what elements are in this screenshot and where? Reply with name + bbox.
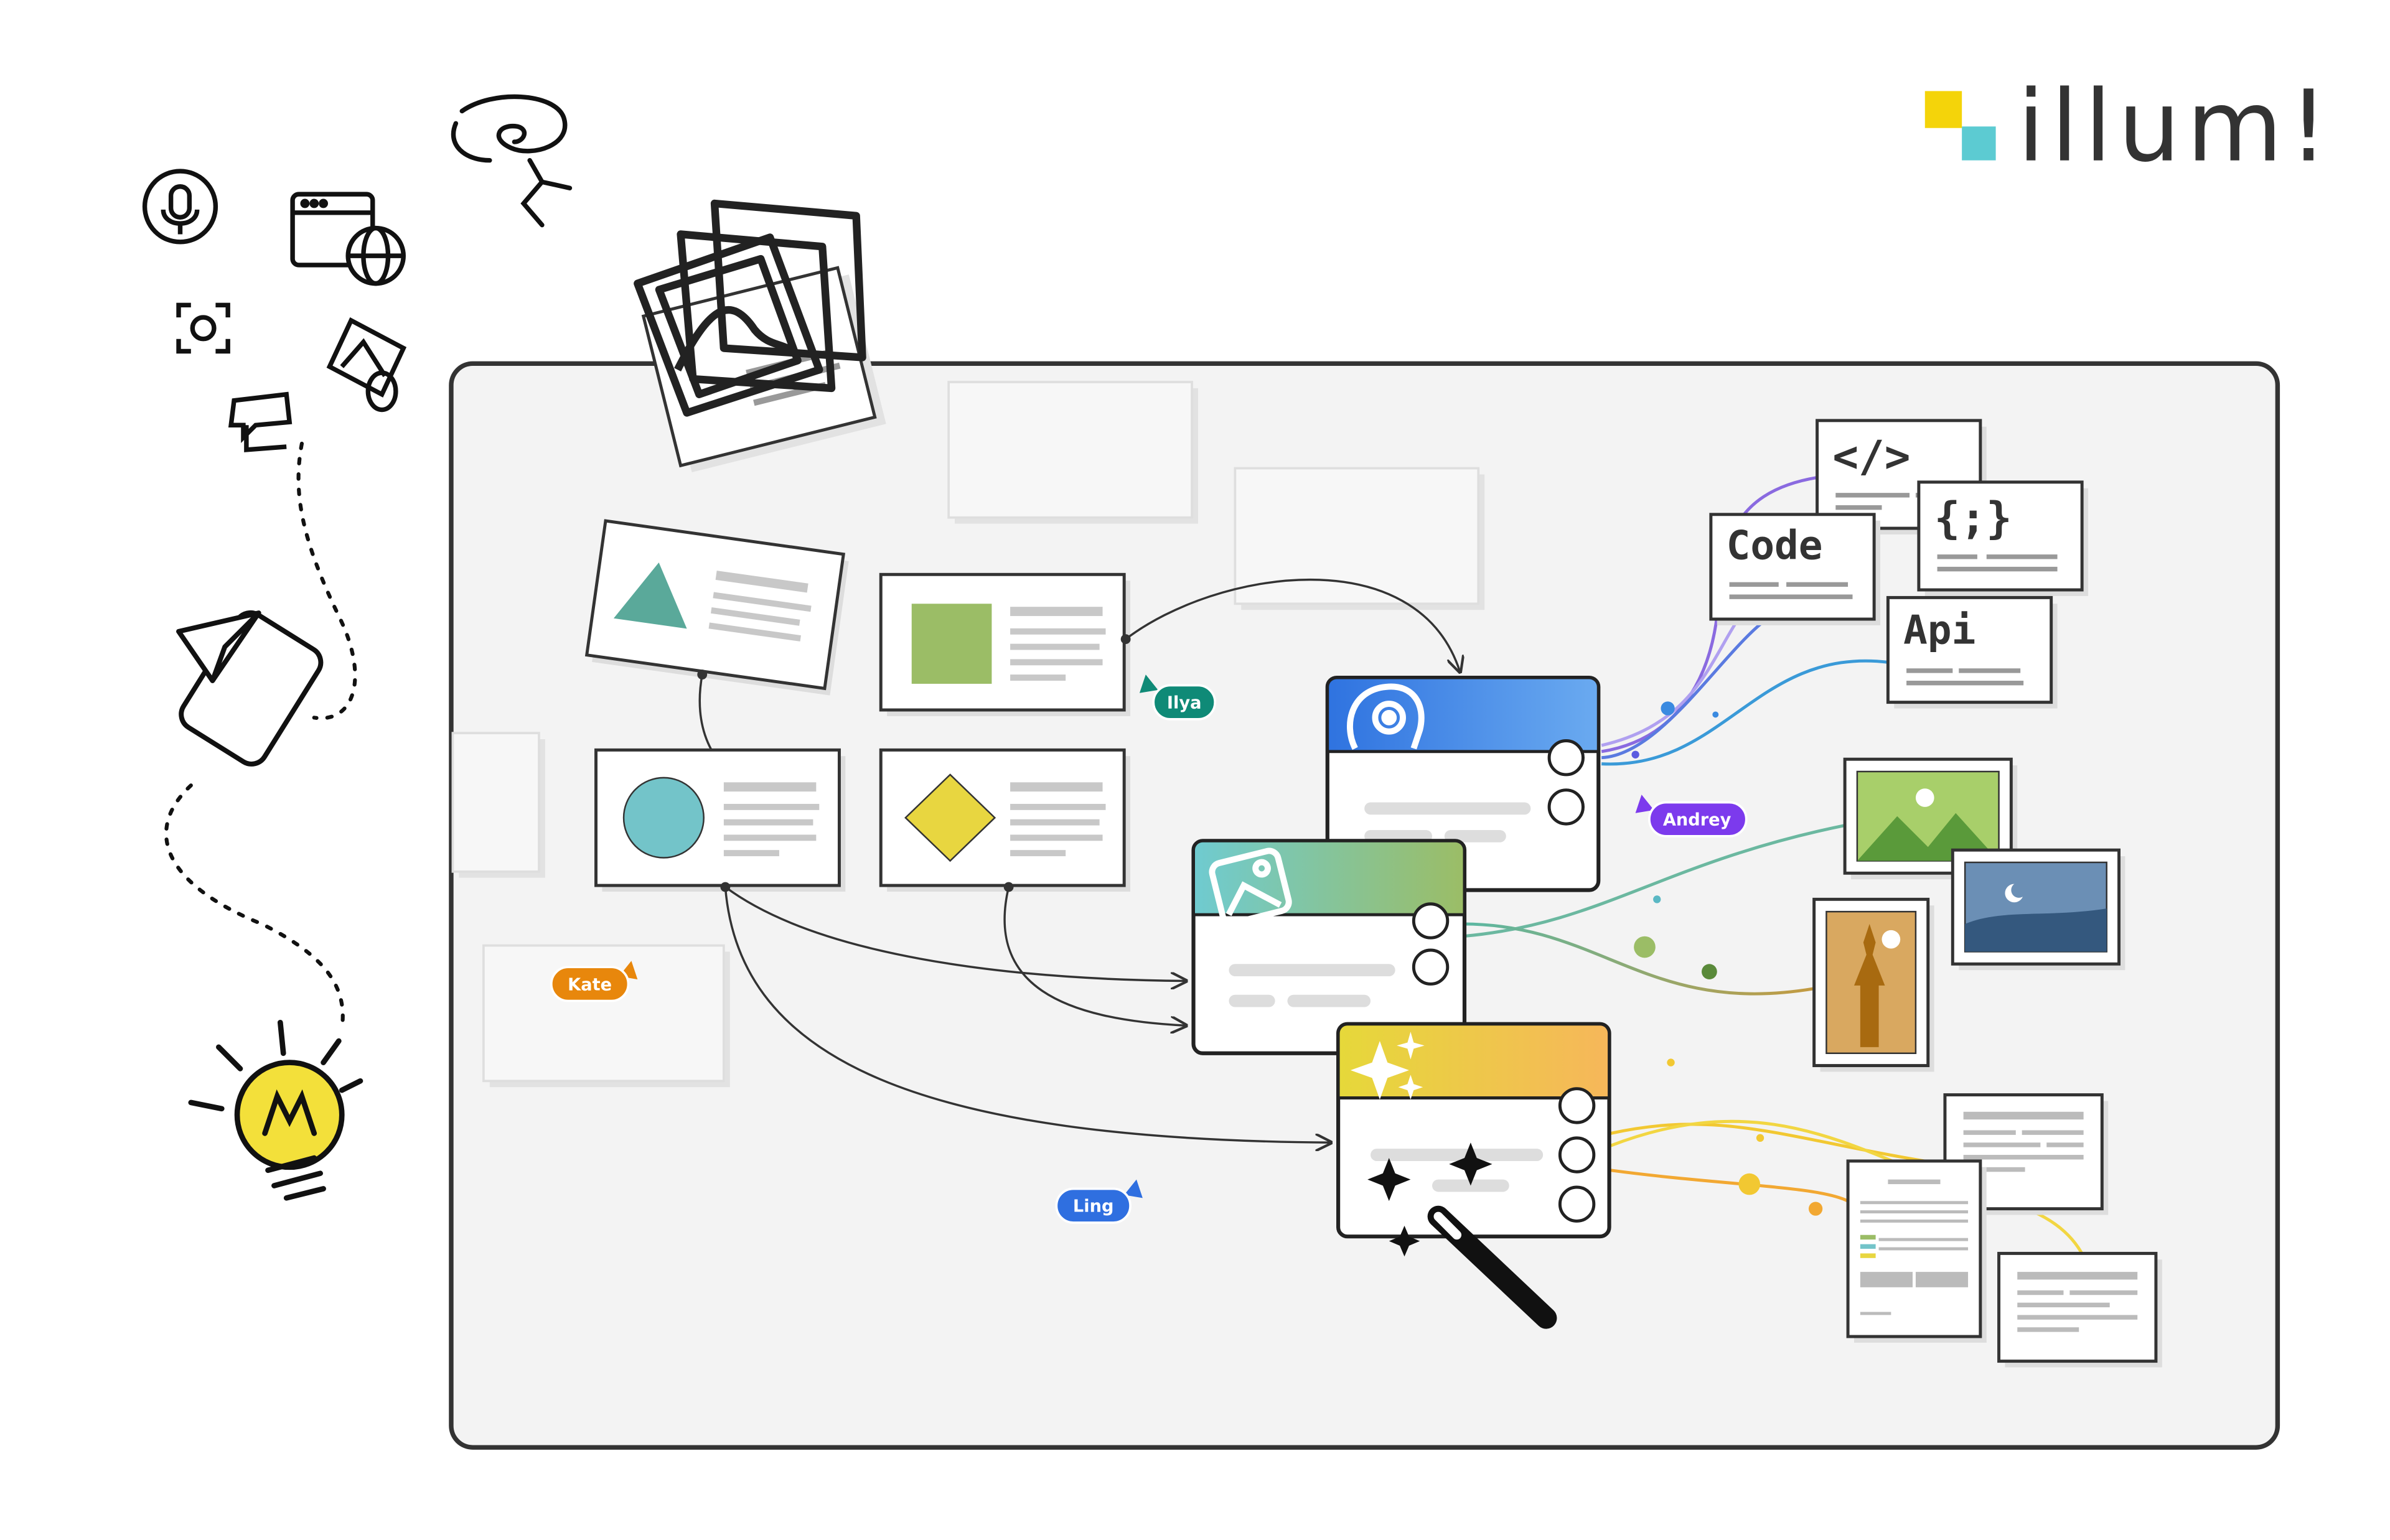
circle-shape <box>622 777 705 859</box>
cursor-label-kate: Kate <box>568 975 612 994</box>
image-attachment-icon <box>326 317 407 413</box>
cursor-andrey: Andrey <box>1635 795 1748 838</box>
ai-agent-node-magic[interactable] <box>1336 1022 1611 1329</box>
cursor-label-ling: Ling <box>1073 1197 1113 1216</box>
pointer-hand-icon <box>451 94 573 228</box>
diamond-shape <box>904 773 996 862</box>
cursor-label-andrey: Andrey <box>1663 811 1732 830</box>
ai-agent-node-image[interactable] <box>1191 839 1467 1055</box>
api-label: Api <box>1903 607 1975 654</box>
html-tag-label: </> <box>1832 432 1910 482</box>
model-badge-icon <box>1412 902 1450 986</box>
square-shape <box>911 604 992 684</box>
ai-agent-node-blue[interactable] <box>1325 675 1601 892</box>
gear-head-icon <box>1347 683 1425 750</box>
wire-dots <box>1631 701 1823 1216</box>
diamond-node-card[interactable] <box>879 748 1131 892</box>
logo-text: illum! <box>2017 70 2334 184</box>
camera-icon <box>176 302 230 354</box>
triangle-shape <box>613 562 687 629</box>
logo-yellow-square <box>1924 91 1962 128</box>
lightbulb-icon <box>188 1019 363 1201</box>
triangle-node-card[interactable] <box>584 519 850 696</box>
logo-teal-square <box>1962 126 1996 161</box>
model-badge-icon <box>1547 739 1585 826</box>
image-icon <box>1209 847 1292 926</box>
output-document-cards <box>1846 1093 2162 1368</box>
dotted-connector-top <box>296 441 357 721</box>
cursor-kate: Kate <box>550 961 638 1002</box>
connector-dots <box>697 634 1131 892</box>
chat-icon <box>228 391 293 452</box>
paper-plane-phone-icon <box>176 610 324 767</box>
mic-icon <box>142 169 218 245</box>
square-node-card[interactable] <box>879 572 1131 716</box>
sparkles-icon <box>1350 1032 1425 1099</box>
browser-globe-icon <box>290 192 406 286</box>
cursor-ling: Ling <box>1055 1179 1143 1224</box>
code-label: Code <box>1727 523 1823 569</box>
dotted-connector-bottom <box>164 783 345 1031</box>
illumi-logo: illum! <box>1924 70 2334 184</box>
output-image-cards <box>1812 757 2125 1072</box>
photo-stack-icon <box>634 199 886 473</box>
circle-node-card[interactable] <box>594 748 846 892</box>
output-code-cards: </> Code {;} Api <box>1709 419 2089 709</box>
cursor-ilya: Ilya <box>1139 674 1217 721</box>
model-badge-icon <box>1558 1087 1596 1223</box>
cursor-label-ilya: Ilya <box>1167 694 1202 713</box>
node-connectors <box>698 578 1460 1143</box>
json-brace-label: {;} <box>1934 493 2012 543</box>
magic-wand-icon <box>1427 1205 1557 1329</box>
